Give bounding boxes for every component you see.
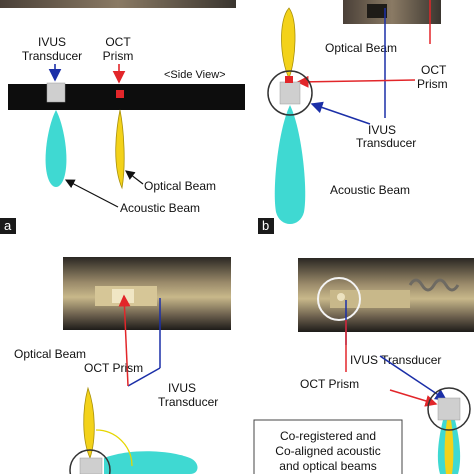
panel-c-yellow-arc (95, 429, 133, 467)
panel-c-oct-prism-label: OCT Prism (84, 361, 143, 375)
panel-c-optical-beam-label: Optical Beam (14, 347, 86, 361)
panel-b-oct-arrow (296, 75, 416, 88)
panel-a: IVUS Transducer OCT Prism <Side View> Op… (0, 0, 245, 234)
panel-d-photo-circle (317, 277, 361, 321)
panel-b-photo-device (367, 4, 387, 18)
panel-b-ivus-label-1: IVUS (368, 123, 396, 137)
panel-c-optical-beam (83, 386, 95, 460)
panel-c-ivus-label-2: Transducer (158, 395, 218, 409)
panel-a-ivus-label-1: IVUS (38, 35, 66, 49)
panel-b-acoustic-beam (274, 105, 306, 224)
panel-c-ivus-label-1: IVUS (168, 381, 196, 395)
panel-d: IVUS Transducer OCT Prism Co-registered … (253, 258, 474, 474)
panel-d-oct-arrow (389, 389, 438, 407)
panel-b-optical-beam (281, 7, 296, 79)
panel-d-photo-dot (337, 293, 345, 301)
panel-a-acoustic-beam (45, 110, 67, 187)
panel-a-oct-label-2: Prism (103, 49, 134, 63)
panel-a-catheter (8, 84, 245, 110)
panel-b-circle (267, 70, 313, 116)
panel-d-optical-beam (444, 420, 454, 474)
panel-a-oct-label-1: OCT (105, 35, 131, 49)
panel-b-tag: b (262, 218, 269, 233)
panel-c-circle (69, 449, 111, 474)
panel-a-optical-beam-label: Optical Beam (144, 179, 216, 193)
panel-d-ivus-label: IVUS Transducer (350, 353, 441, 367)
panel-b-oct-label-2: Prism (417, 77, 448, 91)
panel-a-ivus-label-2: Transducer (22, 49, 82, 63)
panel-d-caption-box (253, 419, 403, 474)
panel-b-oct-prism (285, 76, 293, 83)
panel-d-photo-coil (408, 278, 460, 292)
panel-c-photo-highlight (112, 289, 134, 303)
panel-b-optical-beam-label: Optical Beam (325, 41, 397, 55)
panel-b-ivus-label-2: Transducer (356, 136, 416, 150)
panel-b-photo (343, 0, 441, 24)
panel-a-photo-strip (0, 0, 236, 8)
panel-b-tag-box (258, 218, 274, 234)
panel-a-optical-beam (115, 109, 125, 190)
panel-b: Optical Beam OCT Prism IVUS Transducer A… (258, 0, 448, 234)
panel-d-caption-line-1: Co-registered and (280, 429, 376, 443)
panel-c: Optical Beam OCT Prism IVUS Transducer (14, 257, 231, 474)
panel-a-tag: a (4, 218, 12, 233)
panel-c-ivus-transducer (79, 457, 103, 474)
panel-b-acoustic-beam-label: Acoustic Beam (330, 183, 410, 197)
panel-c-oct-arrow (118, 294, 131, 387)
panel-a-acoustic-beam-label: Acoustic Beam (120, 201, 200, 215)
panel-b-oct-label-1: OCT (421, 63, 447, 77)
panel-d-photo-device (330, 290, 410, 308)
panel-d-oct-prism-label: OCT Prism (300, 377, 359, 391)
panel-b-ivus-arrow (310, 101, 371, 125)
panel-d-circle (427, 387, 471, 431)
panel-a-oct-prism (116, 90, 124, 98)
panel-a-acoustic-arrow (64, 179, 119, 208)
panel-c-acoustic-beam (104, 451, 198, 474)
panel-a-ivus-transducer (46, 82, 66, 103)
panel-a-optical-arrow (125, 170, 144, 185)
panel-d-caption-line-2: Co-aligned acoustic (275, 444, 380, 458)
panel-a-tag-box (0, 218, 16, 234)
panel-d-caption-line-3: and optical beams (279, 459, 376, 473)
panel-a-side-view-label: <Side View> (164, 69, 226, 81)
panel-d-ivus-transducer (437, 397, 461, 421)
panel-b-ivus-transducer (279, 81, 301, 105)
panel-c-blue-diag (127, 367, 161, 387)
